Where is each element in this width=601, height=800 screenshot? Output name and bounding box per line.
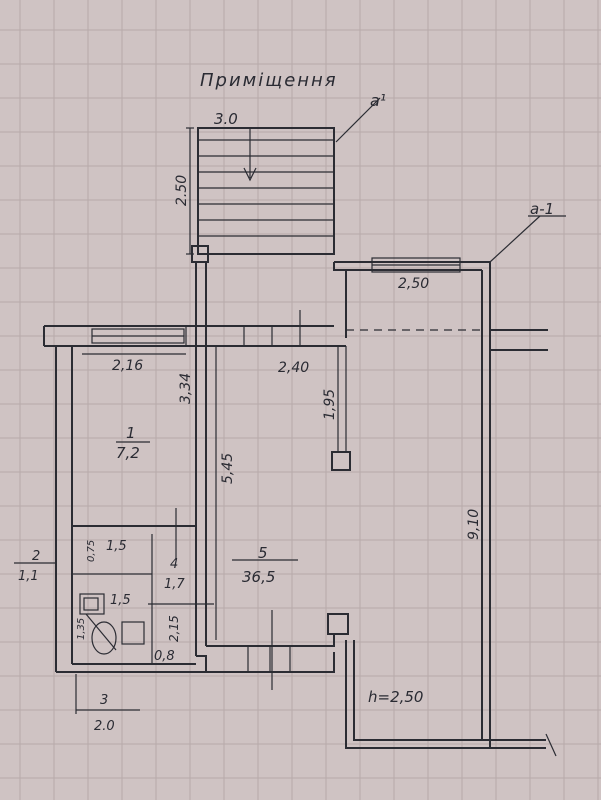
leader-a1 bbox=[335, 97, 381, 143]
room3-length-label: 1,5 bbox=[110, 593, 131, 608]
annotation-a1: a¹ bbox=[370, 91, 386, 110]
balcony bbox=[333, 257, 557, 757]
room3-extra-label: 0,8 bbox=[154, 649, 175, 664]
room4-width-label: 2,15 bbox=[167, 615, 181, 642]
balcony-width-label: 2,50 bbox=[398, 276, 429, 292]
room5-length-label: 5,45 bbox=[220, 453, 236, 484]
corridor-length-label: 1,95 bbox=[322, 389, 338, 420]
room2-width-label: 0,75 bbox=[86, 540, 97, 562]
bathroom-fixtures bbox=[79, 593, 145, 655]
column-corridor bbox=[331, 451, 351, 471]
ceiling-height-label: h=2,50 bbox=[368, 688, 423, 706]
sink-icon bbox=[79, 593, 105, 615]
room3-width-label: 1,35 bbox=[76, 618, 87, 640]
column-left bbox=[191, 245, 209, 263]
shower-tray-icon bbox=[121, 621, 145, 645]
stairs-width-label: 3.0 bbox=[214, 110, 238, 128]
room4-number: 4 bbox=[170, 557, 178, 572]
outer-wall-left bbox=[55, 346, 206, 673]
room3-number: 3 bbox=[100, 693, 108, 708]
outer-wall-top bbox=[43, 310, 548, 351]
room5-area: 36,5 bbox=[242, 568, 275, 586]
interior-walls bbox=[72, 262, 347, 690]
room5-number: 5 bbox=[258, 544, 268, 562]
sheet-title: Приміщення bbox=[200, 70, 338, 91]
room1-area: 7,2 bbox=[116, 444, 140, 462]
room3-area: 2.0 bbox=[94, 719, 115, 734]
corridor-width-label: 2,40 bbox=[278, 360, 309, 376]
leader-a-1 bbox=[489, 215, 541, 263]
staircase bbox=[186, 127, 335, 255]
room2-area: 1,1 bbox=[18, 569, 39, 584]
annotation-a-1: a-1 bbox=[530, 200, 554, 218]
room1-width-label: 2,16 bbox=[112, 358, 143, 374]
room1-length-label: 3,34 bbox=[178, 373, 194, 404]
stairs-length-label: 2.50 bbox=[174, 175, 190, 206]
toilet-icon bbox=[91, 621, 117, 655]
balcony-length-label: 9,10 bbox=[466, 509, 482, 540]
room2-length-label: 1,5 bbox=[106, 539, 127, 554]
column-bottom bbox=[327, 613, 349, 635]
dimension-lines bbox=[14, 97, 566, 714]
room4-length-label: 1,7 bbox=[164, 577, 185, 592]
room1-number: 1 bbox=[126, 424, 136, 442]
room2-number: 2 bbox=[32, 549, 40, 564]
